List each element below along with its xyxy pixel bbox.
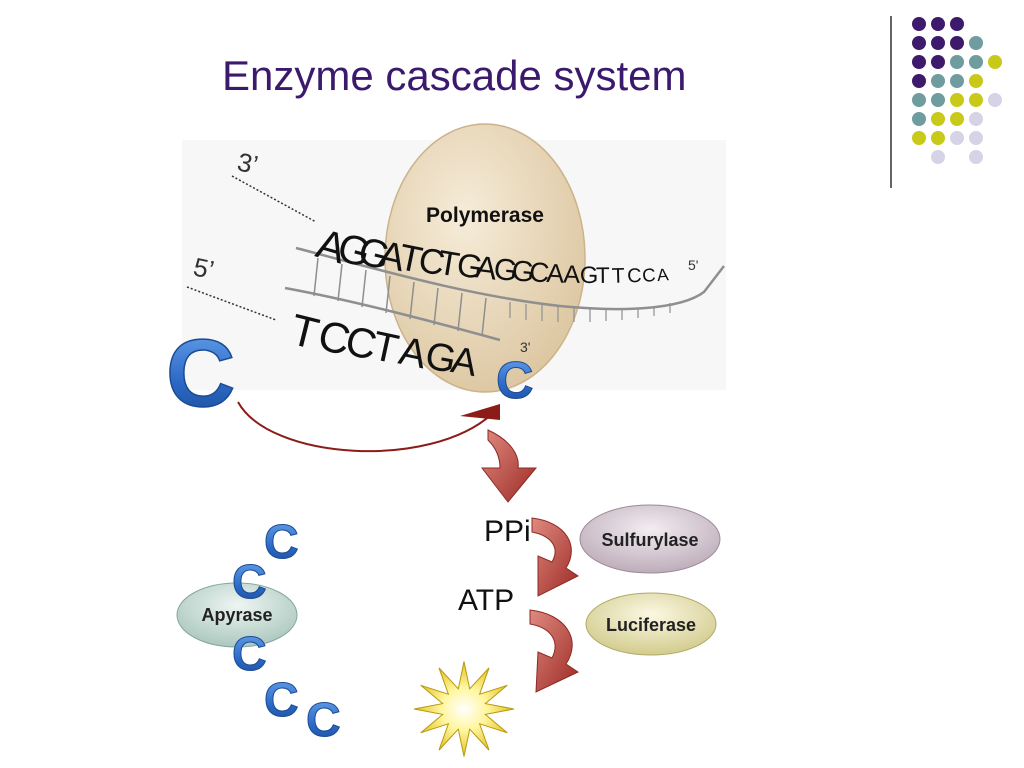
luciferase-label: Luciferase xyxy=(606,615,696,635)
template-base: T xyxy=(611,265,625,288)
template-base: G xyxy=(510,255,535,289)
template-base: C xyxy=(528,256,550,288)
incoming-nucleotide-c: C xyxy=(166,320,235,427)
ppi-label: PPi xyxy=(484,515,531,548)
decorative-dot xyxy=(969,131,983,145)
template-base: C xyxy=(627,265,642,288)
decorative-dot xyxy=(912,112,926,126)
template-base: G xyxy=(580,262,599,289)
decorative-dot xyxy=(950,112,964,126)
decorative-dot xyxy=(912,55,926,69)
decorative-dot xyxy=(931,150,945,164)
decorative-dot xyxy=(969,93,983,107)
decorative-dot xyxy=(969,150,983,164)
decorative-dot xyxy=(912,74,926,88)
luciferase-enzyme xyxy=(585,592,717,656)
degraded-nucleotide-c: C xyxy=(264,674,299,727)
ppi-to-atp-arrow xyxy=(531,517,579,597)
decorative-dot xyxy=(950,36,964,50)
template-5prime-label: 5' xyxy=(688,257,698,273)
decorative-dot xyxy=(950,93,964,107)
decorative-dot xyxy=(931,36,945,50)
decorative-dot xyxy=(988,55,1002,69)
decorative-dot-grid xyxy=(900,8,1024,178)
template-base: C xyxy=(642,264,657,286)
incorporation-arrow xyxy=(237,401,493,453)
decorative-dot xyxy=(950,17,964,31)
template-base: G xyxy=(455,246,486,286)
template-base: A xyxy=(656,264,670,285)
decorative-dot xyxy=(912,17,926,31)
template-free-ticks xyxy=(509,302,671,322)
decorative-dot xyxy=(969,36,983,50)
decorative-dot xyxy=(969,112,983,126)
decorative-dot xyxy=(969,55,983,69)
decorative-dot xyxy=(931,74,945,88)
degraded-nucleotide-c: C xyxy=(306,694,341,747)
degraded-nucleotide-c: C xyxy=(264,516,299,569)
template-base: A xyxy=(546,258,565,289)
decorative-dot xyxy=(931,55,945,69)
base-pair-rungs xyxy=(313,257,487,337)
decorative-dot xyxy=(931,131,945,145)
decorative-dot xyxy=(969,74,983,88)
template-backbone xyxy=(295,246,725,311)
ppi-release-arrow xyxy=(480,429,538,503)
decorative-dot xyxy=(931,93,945,107)
template-base: G xyxy=(492,253,519,288)
decorative-dot xyxy=(912,36,926,50)
polymerase-enzyme xyxy=(384,123,586,393)
degraded-nucleotide-c: C xyxy=(232,628,267,681)
decorative-dot xyxy=(950,74,964,88)
title-divider xyxy=(890,16,892,188)
decorative-dot xyxy=(931,17,945,31)
polymerase-label: Polymerase xyxy=(426,204,544,227)
slide-title: Enzyme cascade system xyxy=(222,52,687,99)
light-flash xyxy=(413,661,515,757)
decorative-dot xyxy=(950,131,964,145)
apyrase-label: Apyrase xyxy=(201,605,272,625)
decorative-dot xyxy=(950,55,964,69)
decorative-dot xyxy=(912,93,926,107)
atp-to-light-arrow xyxy=(529,609,580,693)
template-base: A xyxy=(563,261,581,289)
primer-3prime-label: 3' xyxy=(520,339,530,355)
incorporation-arrowhead xyxy=(460,404,500,420)
degraded-nucleotide-c: C xyxy=(232,556,267,609)
decorative-dot xyxy=(912,131,926,145)
sulfurylase-enzyme xyxy=(579,504,721,574)
atp-label: ATP xyxy=(458,584,514,617)
template-base: T xyxy=(596,263,610,288)
incorporated-nucleotide-c: C xyxy=(496,352,534,410)
decorative-dot xyxy=(988,93,1002,107)
decorative-dot xyxy=(931,112,945,126)
apyrase-enzyme xyxy=(176,582,298,648)
sulfurylase-label: Sulfurylase xyxy=(601,530,698,550)
